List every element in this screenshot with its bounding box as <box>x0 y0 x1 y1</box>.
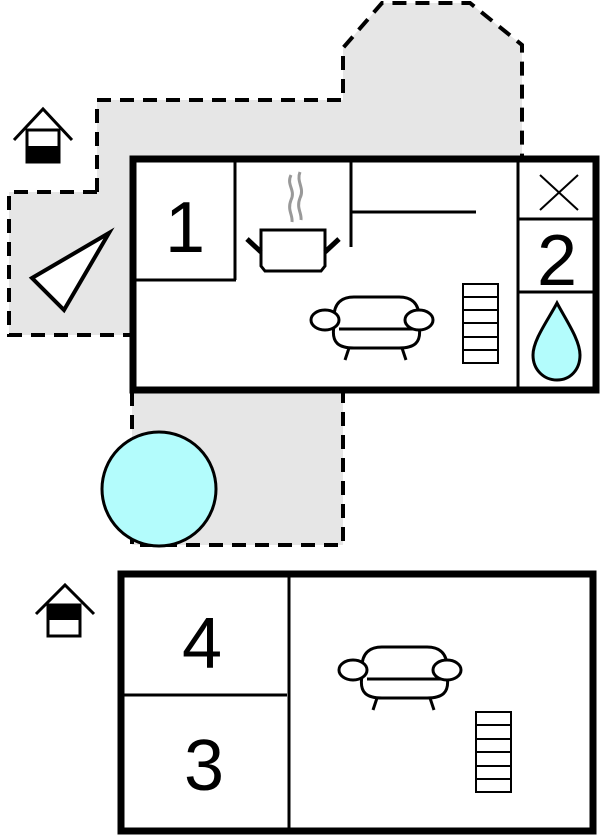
water-drop-icon <box>531 299 582 382</box>
building-upper <box>129 155 600 394</box>
terrace-north <box>95 1 524 192</box>
stairs-icon <box>462 283 499 364</box>
room-1-label: 1 <box>165 188 205 268</box>
room-4-label: 4 <box>182 604 222 684</box>
house-upper-floor-icon <box>34 582 96 638</box>
stairs-icon <box>475 711 512 793</box>
close-x-icon <box>539 174 579 211</box>
sofa-icon <box>337 645 463 711</box>
sofa-icon <box>309 295 435 361</box>
house-ground-floor-icon <box>12 106 74 164</box>
direction-triangle-icon <box>28 227 115 314</box>
cooking-pot-icon <box>245 171 341 273</box>
pool-circle-icon <box>100 430 218 548</box>
room-2-label: 2 <box>537 221 577 301</box>
room-3-label: 3 <box>184 726 224 806</box>
building-lower <box>117 570 597 835</box>
